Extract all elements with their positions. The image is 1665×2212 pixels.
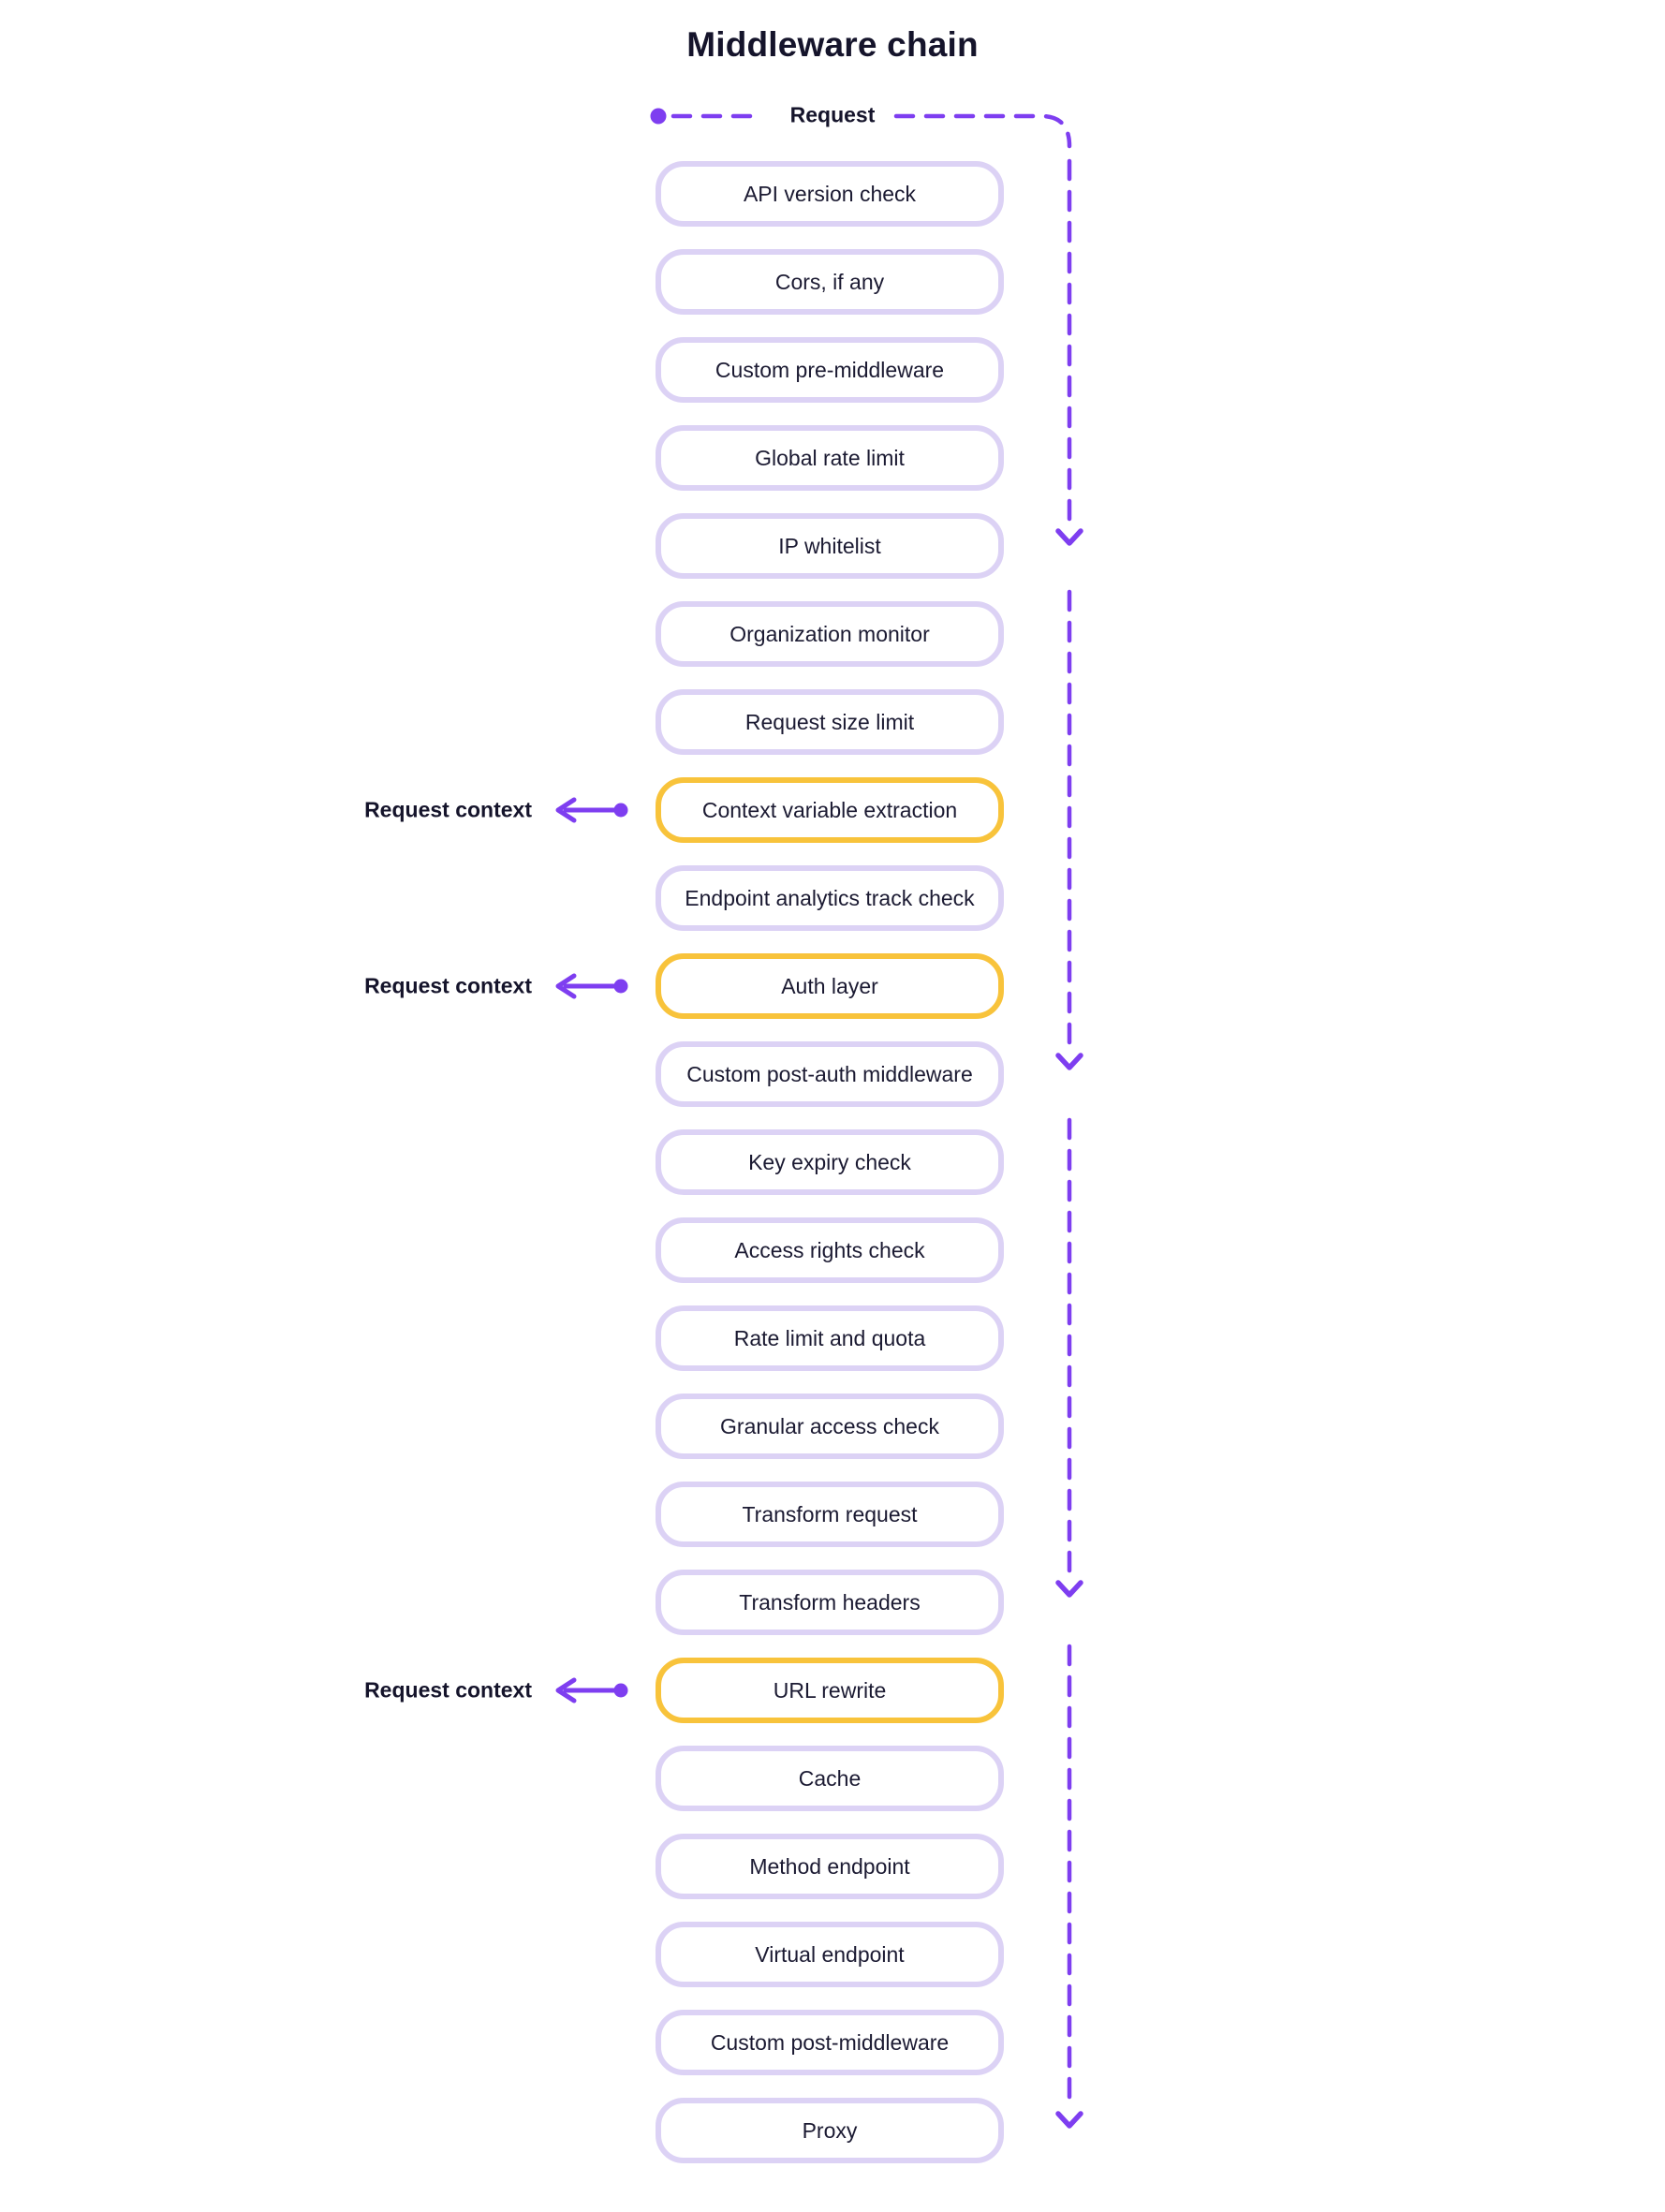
middleware-box: Cache bbox=[656, 1746, 1004, 1811]
middleware-box-label: Proxy bbox=[802, 2117, 858, 2143]
middleware-box: Global rate limit bbox=[656, 425, 1004, 491]
middleware-box-label: Custom post-auth middleware bbox=[686, 1061, 973, 1086]
middleware-box-label: API version check bbox=[743, 181, 917, 206]
middleware-box: Virtual endpoint bbox=[656, 1922, 1004, 1987]
middleware-box-label: Global rate limit bbox=[755, 445, 905, 470]
middleware-box: Custom pre-middleware bbox=[656, 337, 1004, 403]
middleware-box-label: Transform request bbox=[742, 1501, 918, 1526]
middleware-box: Access rights check bbox=[656, 1217, 1004, 1283]
request-context-label: Request context bbox=[364, 973, 532, 998]
middleware-box: Request size limit bbox=[656, 689, 1004, 755]
middleware-box: Auth layer bbox=[656, 953, 1004, 1019]
middleware-chain-column: API version check Cors, if any Custom pr… bbox=[656, 161, 1004, 2163]
middleware-box: Custom post-middleware bbox=[656, 2010, 1004, 2075]
request-context-label: Request context bbox=[364, 1677, 532, 1703]
middleware-box: Rate limit and quota bbox=[656, 1305, 1004, 1371]
middleware-box-label: Custom post-middleware bbox=[710, 2029, 950, 2055]
middleware-box: Organization monitor bbox=[656, 601, 1004, 667]
request-context-label: Request context bbox=[364, 797, 532, 822]
middleware-box: Endpoint analytics track check bbox=[656, 865, 1004, 931]
arrow-down-icon bbox=[1055, 1580, 1083, 1598]
middleware-box: Proxy bbox=[656, 2098, 1004, 2163]
arrow-down-icon bbox=[1055, 528, 1083, 546]
middleware-box: Transform request bbox=[656, 1482, 1004, 1547]
middleware-box: Transform headers bbox=[656, 1570, 1004, 1635]
middleware-box: IP whitelist bbox=[656, 513, 1004, 579]
middleware-box: API version check bbox=[656, 161, 1004, 227]
middleware-box: URL rewrite bbox=[656, 1658, 1004, 1723]
middleware-box-label: Context variable extraction bbox=[701, 797, 958, 822]
request-entry-label: Request bbox=[789, 102, 876, 127]
context-arrow-icon bbox=[555, 973, 628, 999]
middleware-box: Key expiry check bbox=[656, 1129, 1004, 1195]
middleware-box-label: Request size limit bbox=[744, 709, 915, 734]
middleware-box-label: Method endpoint bbox=[749, 1853, 910, 1879]
context-arrow-icon bbox=[555, 797, 628, 823]
middleware-box-label: Cors, if any bbox=[774, 269, 885, 294]
middleware-box: Granular access check bbox=[656, 1394, 1004, 1459]
middleware-box-label: Custom pre-middleware bbox=[715, 357, 945, 382]
middleware-box-label: IP whitelist bbox=[778, 533, 881, 558]
middleware-box: Cors, if any bbox=[656, 249, 1004, 315]
middleware-box-label: Auth layer bbox=[781, 973, 878, 998]
context-arrow-icon bbox=[555, 1677, 628, 1703]
middleware-box-label: URL rewrite bbox=[773, 1677, 887, 1703]
middleware-box-label: Access rights check bbox=[734, 1237, 925, 1262]
middleware-box-label: Transform headers bbox=[739, 1589, 921, 1615]
middleware-box-label: Key expiry check bbox=[748, 1149, 911, 1174]
arrow-down-icon bbox=[1055, 2111, 1083, 2129]
middleware-box-label: Virtual endpoint bbox=[755, 1941, 905, 1967]
middleware-box-label: Endpoint analytics track check bbox=[685, 885, 975, 910]
middleware-box-label: Granular access check bbox=[720, 1413, 939, 1438]
arrow-down-icon bbox=[1055, 1053, 1083, 1070]
middleware-box: Method endpoint bbox=[656, 1834, 1004, 1899]
middleware-box-label: Organization monitor bbox=[729, 621, 930, 646]
middleware-box: Custom post-auth middleware bbox=[656, 1041, 1004, 1107]
page-title: Middleware chain bbox=[686, 25, 979, 64]
middleware-box-label: Rate limit and quota bbox=[733, 1325, 926, 1350]
middleware-box-label: Cache bbox=[798, 1765, 862, 1791]
middleware-box: Context variable extraction bbox=[656, 777, 1004, 843]
